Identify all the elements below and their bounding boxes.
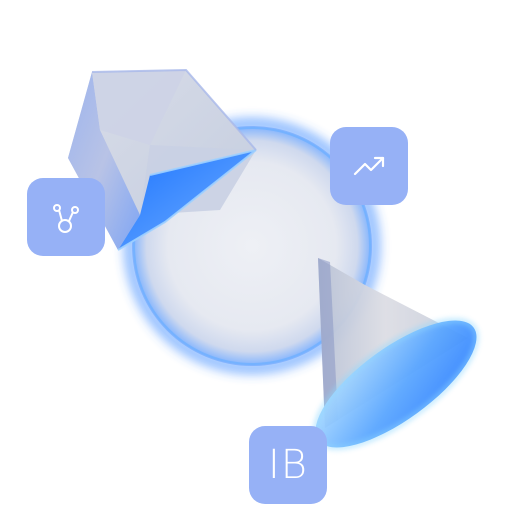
ib-logo-text: IB <box>268 442 308 488</box>
trending-up-icon <box>349 146 389 186</box>
network-badge <box>27 178 105 256</box>
trend-badge <box>330 127 408 205</box>
glass-cone <box>314 258 478 450</box>
sphere-glow <box>126 120 378 372</box>
sphere-rim <box>133 127 371 365</box>
network-nodes-icon <box>49 200 83 234</box>
glass-cube <box>68 68 257 251</box>
ib-logo-badge: IB <box>249 426 327 504</box>
